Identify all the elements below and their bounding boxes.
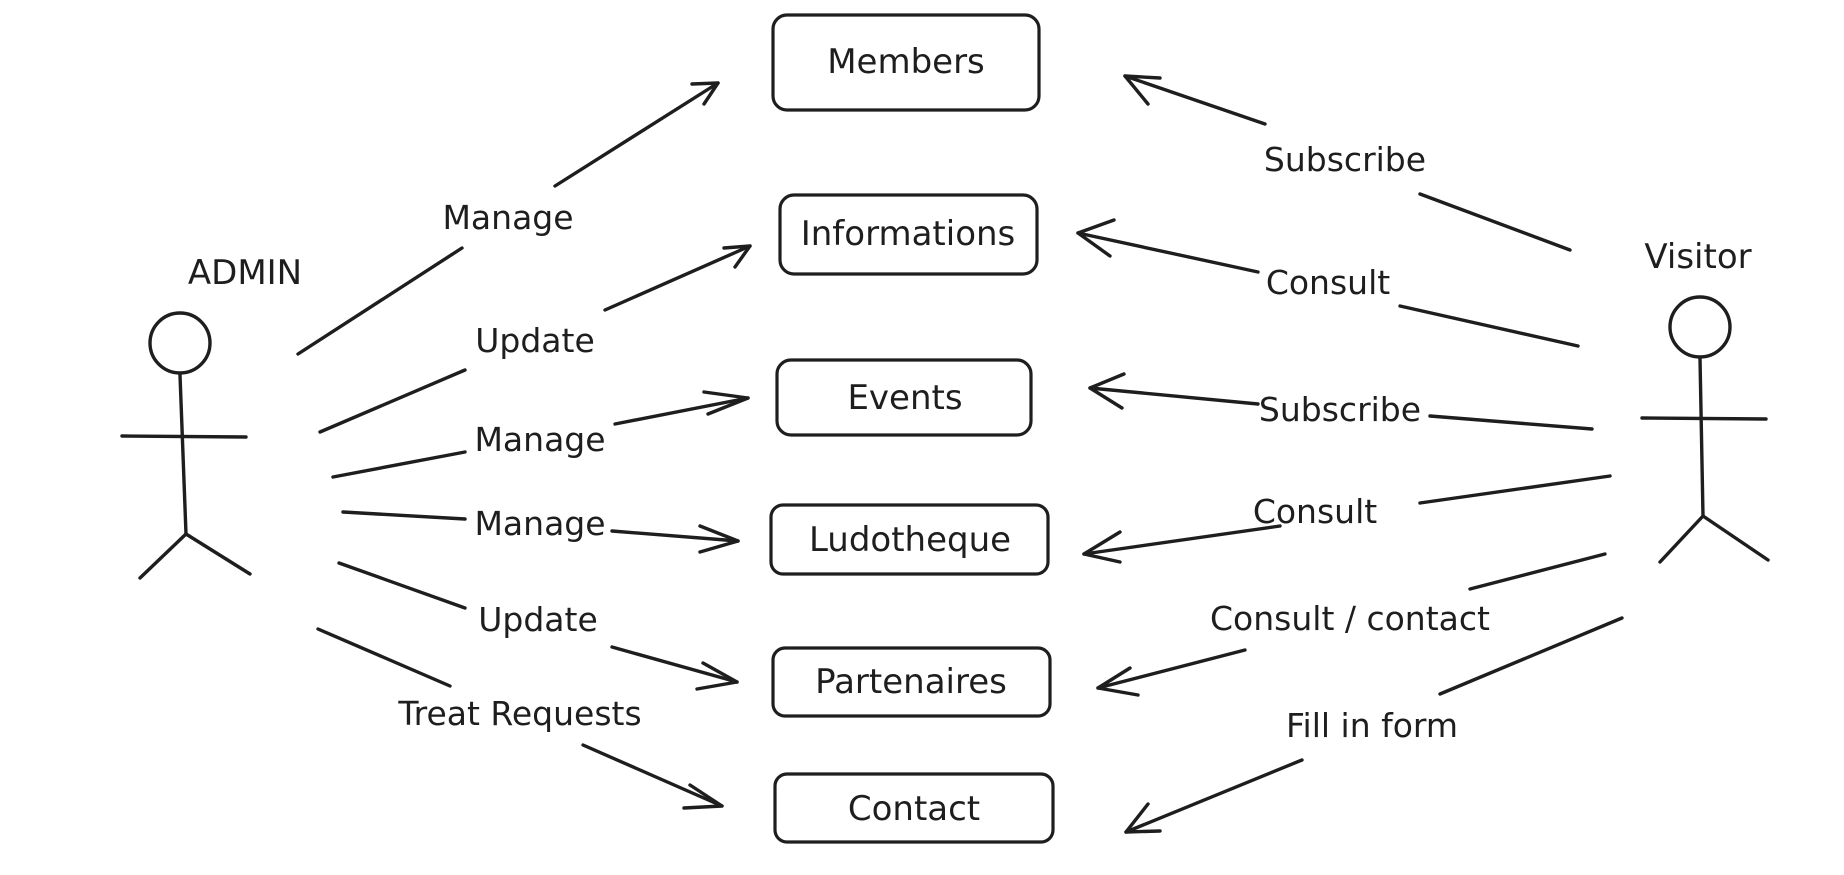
admin-informations-arrowhead bbox=[722, 244, 752, 269]
visitor-events-arrowhead bbox=[1088, 372, 1126, 410]
visitor-members-arrowhead bbox=[1123, 74, 1162, 106]
visitor-ludotheque-label: Consult bbox=[1253, 492, 1377, 531]
admin-edge-events: Manage bbox=[331, 390, 750, 479]
informations-label: Informations bbox=[801, 214, 1016, 254]
admin-members-arrowhead bbox=[690, 81, 720, 106]
partenaires-box bbox=[771, 646, 1052, 718]
admin-edge-contact: Treat Requests bbox=[316, 627, 724, 810]
admin-arms bbox=[120, 434, 248, 439]
admin-events-line bbox=[331, 396, 750, 479]
visitor-events-line bbox=[1088, 386, 1594, 431]
informations-box bbox=[778, 193, 1039, 276]
members-box bbox=[771, 13, 1041, 112]
admin-contact-line bbox=[316, 627, 724, 808]
visitor-partenaires-line bbox=[1096, 552, 1607, 690]
visitor-edge-partenaires: Consult / contact bbox=[1096, 552, 1607, 697]
visitor-partenaires-arrowhead bbox=[1096, 666, 1140, 697]
admin-contact-arrowhead bbox=[682, 783, 724, 810]
entity-members: Members bbox=[771, 13, 1041, 112]
admin-legs bbox=[138, 532, 252, 580]
ludotheque-label: Ludotheque bbox=[809, 520, 1011, 560]
entity-ludotheque: Ludotheque bbox=[769, 503, 1050, 576]
visitor-arms bbox=[1640, 416, 1768, 421]
visitor-edge-ludotheque: Consult bbox=[1082, 474, 1612, 564]
admin-edge-informations: Update bbox=[318, 244, 752, 434]
partenaires-label: Partenaires bbox=[815, 662, 1007, 702]
visitor-head bbox=[1668, 295, 1732, 359]
visitor-body bbox=[1698, 356, 1705, 518]
events-label: Events bbox=[847, 378, 962, 418]
admin-events-label: Manage bbox=[474, 420, 605, 459]
visitor-actor-label: Visitor bbox=[1644, 237, 1751, 277]
members-label: Members bbox=[827, 42, 985, 82]
admin-partenaires-arrowhead bbox=[695, 661, 739, 691]
admin-ludotheque-label: Manage bbox=[474, 504, 605, 543]
visitor-edge-contact: Fill in form bbox=[1124, 616, 1624, 834]
admin-events-arrowhead bbox=[702, 390, 750, 416]
visitor-members-line bbox=[1123, 74, 1572, 252]
visitor-edge-informations: Consult bbox=[1076, 218, 1580, 348]
visitor-ludotheque-arrowhead bbox=[1082, 530, 1122, 564]
visitor-partenaires-label: Consult / contact bbox=[1210, 599, 1490, 638]
admin-ludotheque-line bbox=[341, 510, 740, 543]
visitor-legs bbox=[1658, 514, 1770, 564]
admin-actor: ADMIN bbox=[120, 253, 302, 580]
visitor-members-label: Subscribe bbox=[1264, 140, 1426, 179]
visitor-events-label: Subscribe bbox=[1259, 390, 1421, 429]
admin-edge-members: Manage bbox=[296, 81, 720, 356]
contact-box bbox=[773, 772, 1055, 844]
admin-informations-line bbox=[318, 244, 752, 434]
admin-head bbox=[148, 311, 212, 375]
admin-ludotheque-arrowhead bbox=[698, 524, 740, 554]
admin-actor-label: ADMIN bbox=[188, 253, 302, 293]
admin-contact-label: Treat Requests bbox=[397, 694, 641, 733]
visitor-edge-members: Subscribe bbox=[1123, 74, 1572, 252]
admin-informations-label: Update bbox=[475, 321, 595, 360]
admin-members-label: Manage bbox=[442, 198, 573, 237]
admin-edge-ludotheque: Manage bbox=[341, 504, 740, 554]
visitor-informations-arrowhead bbox=[1076, 218, 1116, 258]
visitor-actor: Visitor bbox=[1640, 237, 1770, 564]
admin-body bbox=[178, 373, 188, 536]
entity-informations: Informations bbox=[778, 193, 1039, 276]
admin-partenaires-line bbox=[337, 561, 739, 684]
visitor-contact-arrowhead bbox=[1124, 802, 1162, 834]
entity-contact: Contact bbox=[773, 772, 1055, 844]
visitor-informations-line bbox=[1076, 231, 1580, 348]
visitor-contact-line bbox=[1124, 616, 1624, 834]
entity-events: Events bbox=[775, 358, 1033, 437]
events-box bbox=[775, 358, 1033, 437]
admin-edge-partenaires: Update bbox=[337, 561, 739, 691]
visitor-edge-events: Subscribe bbox=[1088, 372, 1594, 431]
visitor-contact-label: Fill in form bbox=[1286, 706, 1458, 745]
entity-partenaires: Partenaires bbox=[771, 646, 1052, 718]
visitor-ludotheque-line bbox=[1082, 474, 1612, 556]
ludotheque-box bbox=[769, 503, 1050, 576]
contact-label: Contact bbox=[848, 789, 980, 829]
admin-partenaires-label: Update bbox=[478, 600, 598, 639]
admin-members-line bbox=[296, 81, 720, 356]
visitor-informations-label: Consult bbox=[1266, 263, 1390, 302]
